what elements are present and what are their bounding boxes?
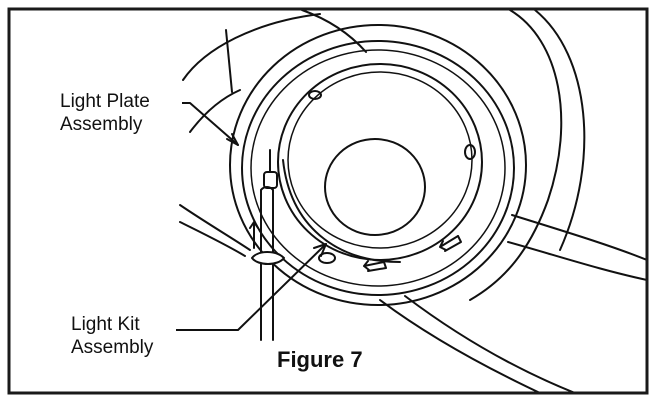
callout-line: Light Kit (71, 314, 140, 335)
mounting-slot (308, 90, 322, 100)
callout-light-plate-assembly: Light Plate Assembly (60, 90, 150, 136)
callout-line: Light Plate (60, 91, 150, 112)
rotate-arrow-icon (363, 235, 462, 272)
callout-line: Assembly (71, 337, 154, 358)
callout-light-kit-assembly: Light Kit Assembly (71, 313, 153, 359)
callout-line: Assembly (60, 114, 143, 135)
fan-blades (179, 9, 647, 393)
keyhole-slot (318, 252, 336, 264)
screwdriver (249, 149, 285, 341)
figure-caption: Figure 7 (277, 347, 363, 372)
light-kit (277, 63, 483, 264)
mounting-slot (464, 144, 476, 160)
figure-frame (7, 7, 649, 395)
light-plate (229, 24, 527, 306)
